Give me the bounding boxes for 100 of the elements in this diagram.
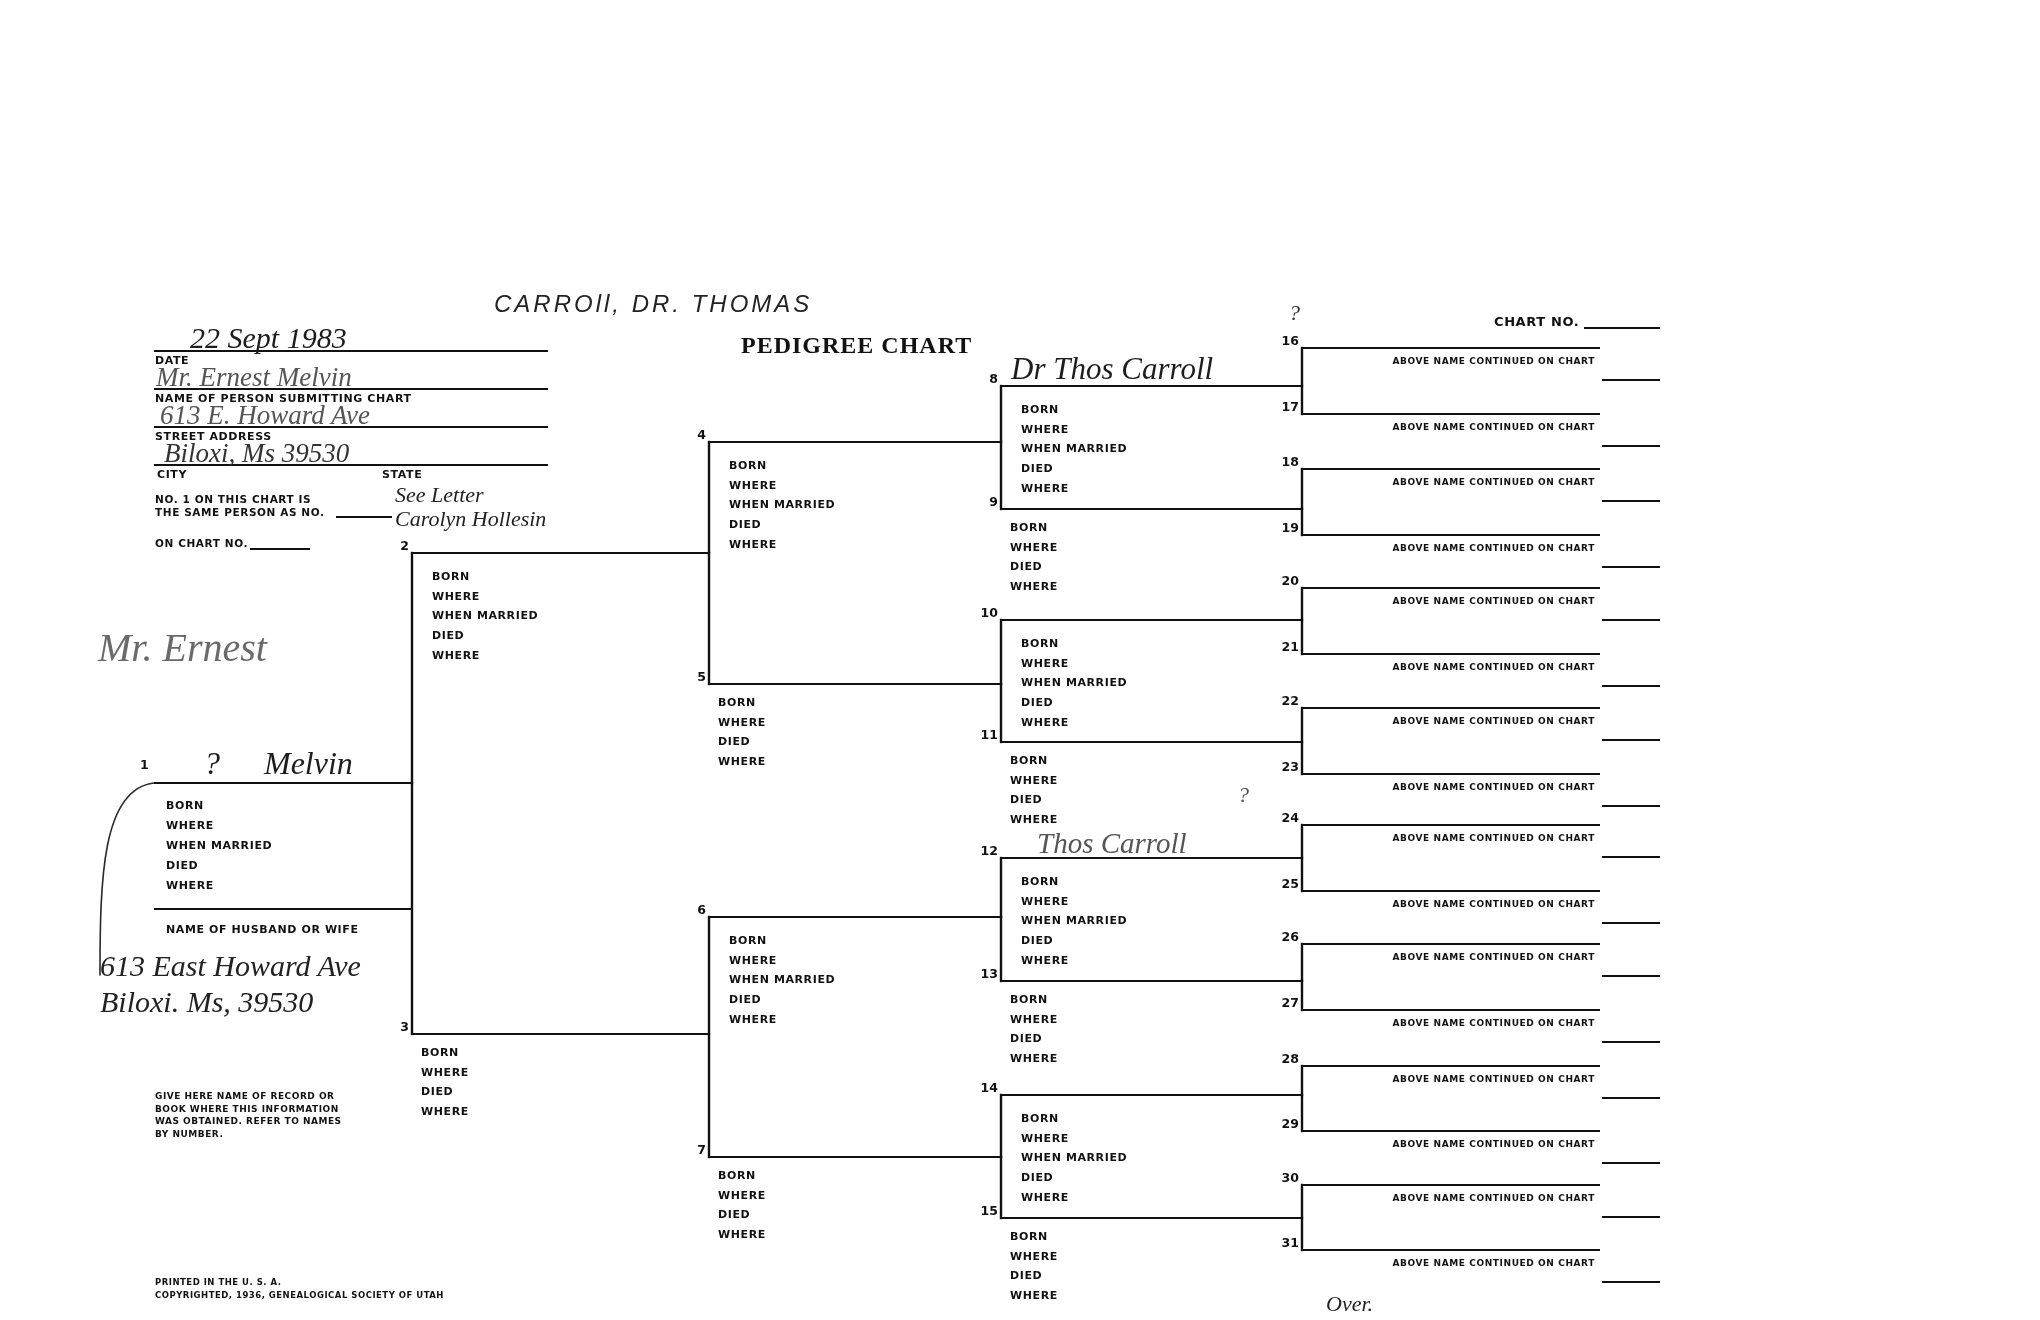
entry-number: 11 (980, 728, 998, 742)
bracket-line (1300, 507, 1304, 537)
field-label: WHERE (718, 716, 766, 729)
question-mark: ? (1238, 783, 1249, 807)
entry-number: 21 (1281, 640, 1299, 654)
entry-number: 5 (697, 670, 706, 684)
field-label: BORN (421, 1046, 459, 1059)
field-label: BORN (1021, 875, 1059, 888)
bracket-line (999, 618, 1003, 686)
bracket-line (1300, 467, 1304, 511)
field-label: WHERE (1021, 1132, 1069, 1145)
entry-number: 18 (1281, 455, 1299, 469)
field-label: BORN (729, 459, 767, 472)
entry-number: 16 (1281, 334, 1299, 348)
instruction-text: GIVE HERE NAME OF RECORD OR BOOK WHERE THIS INFORMATION WAS OBTAINED. REFER TO NAMES BY NUMBER. (155, 1090, 343, 1140)
field-label: WHERE (718, 1228, 766, 1241)
field-label: WHERE (166, 879, 214, 892)
entry-number: 20 (1281, 574, 1299, 588)
handwritten-name: Mr. Ernest (98, 626, 267, 670)
field-label: ABOVE NAME CONTINUED ON CHART (1392, 833, 1595, 844)
entry-number: 15 (980, 1204, 998, 1218)
field-label: WHERE (421, 1105, 469, 1118)
entry-number: 4 (697, 428, 706, 442)
field-label: WHERE (432, 649, 480, 662)
field-label: DIED (1010, 560, 1043, 573)
bracket-line (1300, 856, 1304, 893)
field-label: BORN (1021, 1112, 1059, 1125)
handwritten-note: See Letter Carolyn Hollesin (395, 483, 548, 531)
entry-number: 12 (980, 844, 998, 858)
handwritten-note: Over. (1326, 1292, 1374, 1316)
field-label: WHERE (1021, 716, 1069, 729)
field-label: WHERE (166, 819, 214, 832)
field-label: DIED (1021, 1171, 1054, 1184)
imprint-text: COPYRIGHTED, 1936, GENEALOGICAL SOCIETY OF UTAH (155, 1290, 444, 1301)
entry-number: 31 (1281, 1236, 1299, 1250)
bracket-line (999, 856, 1003, 919)
field-label: WHERE (1021, 482, 1069, 495)
field-label: WHEN MARRIED (1021, 914, 1128, 927)
bracket-line (410, 781, 414, 1036)
field-label: WHEN MARRIED (1021, 676, 1128, 689)
question-mark: ? (1289, 300, 1300, 326)
field-label: ABOVE NAME CONTINUED ON CHART (1392, 1193, 1595, 1204)
field-label: WHERE (1010, 541, 1058, 554)
field-label: BORN (718, 1169, 756, 1182)
field-label: ABOVE NAME CONTINUED ON CHART (1392, 422, 1595, 433)
field-label: WHERE (432, 590, 480, 603)
entry-number: 7 (697, 1143, 706, 1157)
date-field: 22 Sept 1983 (154, 326, 548, 352)
bracket-line (999, 682, 1003, 744)
bracket-line (1300, 740, 1304, 776)
bracket-line (1300, 1064, 1304, 1097)
field-label: BORN (729, 934, 767, 947)
field-label: BORN (166, 799, 204, 812)
entry-number: 28 (1281, 1052, 1299, 1066)
field-label: DIED (729, 993, 762, 1006)
field-label: NAME OF HUSBAND OR WIFE (166, 923, 359, 936)
field-label: WHEN MARRIED (729, 973, 836, 986)
bracket-line (999, 1093, 1003, 1159)
entry-number: 9 (989, 495, 998, 509)
street-address-field: 613 E. Howard Ave (154, 404, 548, 428)
field-caption: NO. 1 ON THIS CHART IS THE SAME PERSON AS NO. (155, 493, 326, 519)
field-label: WHERE (1021, 423, 1069, 436)
submitter-name-field: Mr. Ernest Melvin (154, 366, 548, 390)
field-label: DIED (718, 735, 751, 748)
entry-number: 10 (980, 606, 998, 620)
entry-number: 24 (1281, 811, 1299, 825)
name-field: Dr Thos Carroll (1001, 353, 1302, 387)
field-label: WHERE (729, 538, 777, 551)
field-label: WHERE (1021, 1191, 1069, 1204)
field-label: WHERE (729, 479, 777, 492)
field-label: WHERE (1010, 1250, 1058, 1263)
field-label: WHERE (729, 954, 777, 967)
entry-number: 6 (697, 903, 706, 917)
field-caption: STATE (382, 468, 423, 481)
field-label: ABOVE NAME CONTINUED ON CHART (1392, 596, 1595, 607)
bracket-line (707, 1032, 711, 1159)
bracket-line (1300, 346, 1304, 388)
field-label: BORN (1010, 993, 1048, 1006)
field-label: WHERE (1021, 895, 1069, 908)
entry-number: 30 (1281, 1171, 1299, 1185)
field-label: ABOVE NAME CONTINUED ON CHART (1392, 662, 1595, 673)
field-label: DIED (1021, 934, 1054, 947)
field-label: ABOVE NAME CONTINUED ON CHART (1392, 716, 1595, 727)
field-caption: CHART NO. (1494, 315, 1580, 328)
bracket-line (1300, 1093, 1304, 1133)
entry-number: 22 (1281, 694, 1299, 708)
field-label: WHERE (1010, 580, 1058, 593)
field-label: DIED (1021, 696, 1054, 709)
bracket-line (1300, 1183, 1304, 1220)
field-label: BORN (432, 570, 470, 583)
field-label: WHERE (718, 1189, 766, 1202)
handwritten-address: 613 East Howard Ave Biloxi. Ms, 39530 (100, 948, 400, 1020)
entry-number: 27 (1281, 996, 1299, 1010)
entry-number: 3 (400, 1020, 409, 1034)
bracket-line (707, 551, 711, 686)
bracket-line (999, 440, 1003, 511)
bracket-line (1300, 586, 1304, 622)
entry-number: 19 (1281, 521, 1299, 535)
entry-number: 29 (1281, 1117, 1299, 1131)
bracket-line (1300, 942, 1304, 983)
